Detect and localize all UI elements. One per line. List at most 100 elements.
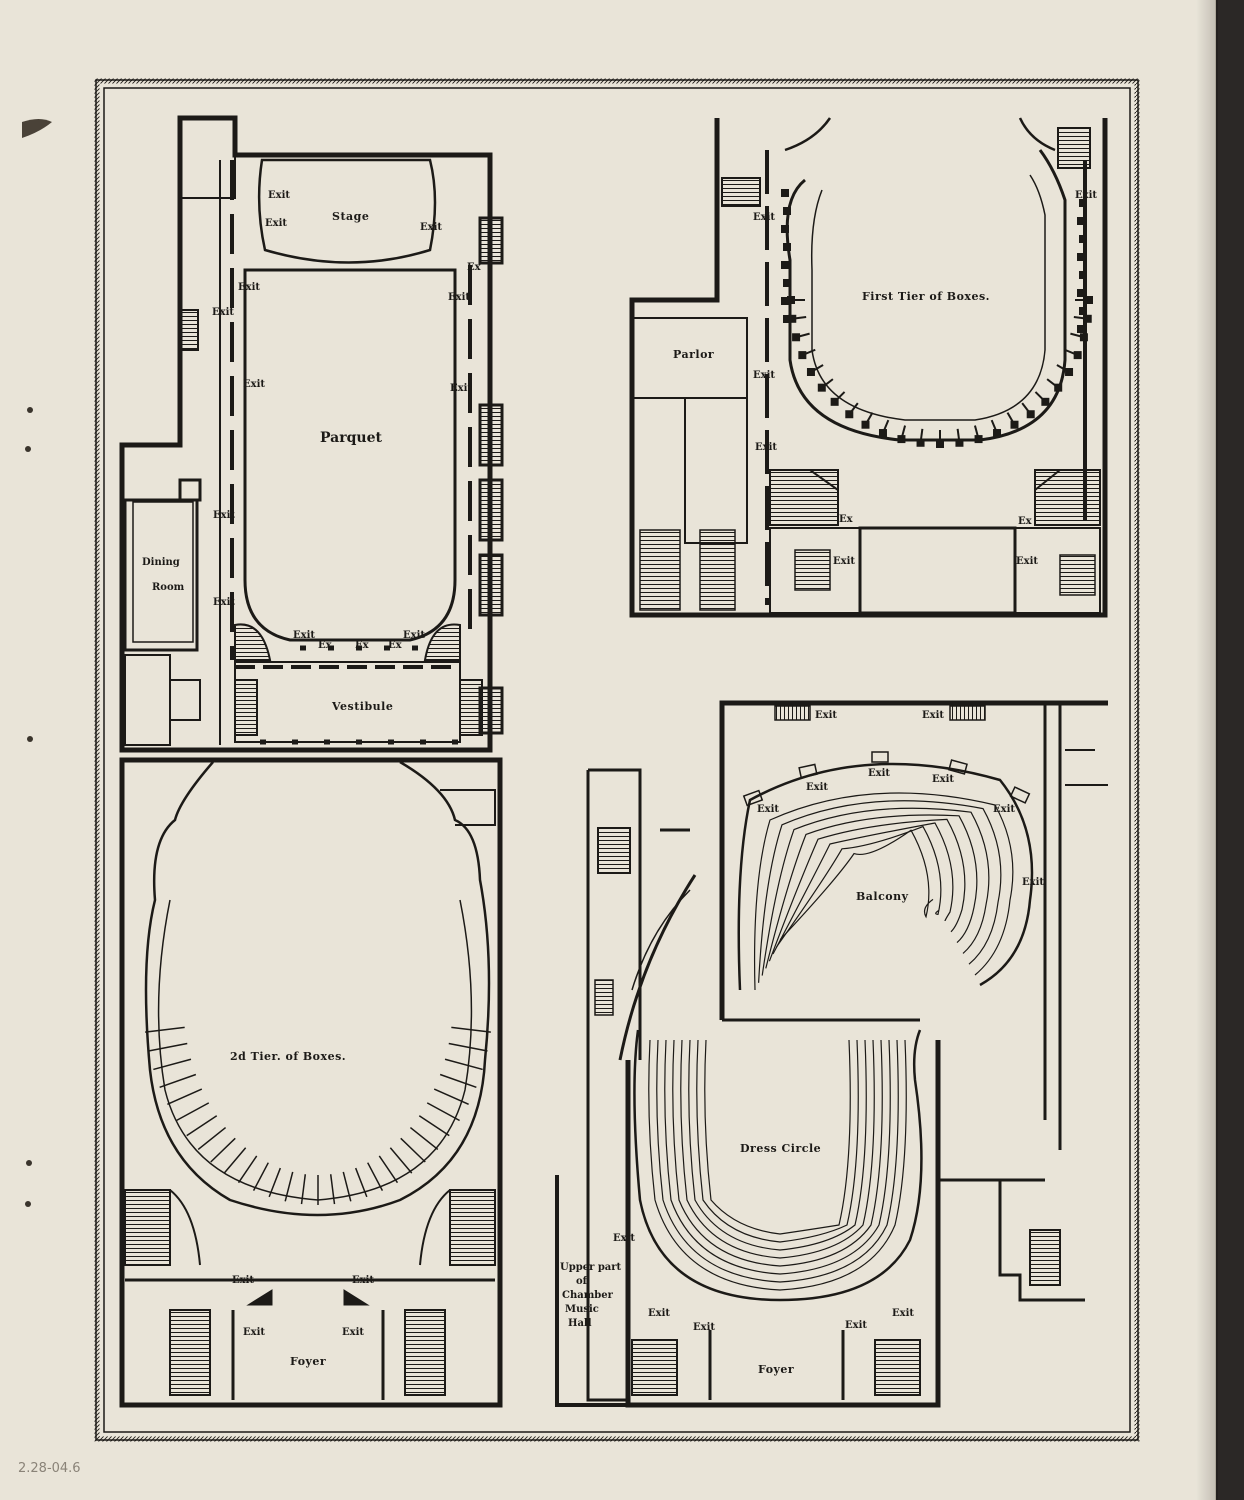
box-partition bbox=[378, 1155, 399, 1184]
exit-label: Exit bbox=[448, 292, 470, 303]
seating-row bbox=[768, 818, 966, 962]
exit-label: Exit bbox=[755, 442, 777, 453]
box-marker bbox=[1026, 410, 1035, 419]
box-partition bbox=[167, 1088, 203, 1106]
stage-label: Stage bbox=[332, 210, 369, 223]
box-partition bbox=[148, 1042, 188, 1052]
seating-row bbox=[672, 1039, 883, 1267]
box-partition bbox=[433, 1088, 469, 1106]
parlor-label: Parlor bbox=[673, 348, 714, 361]
box-marker bbox=[1041, 397, 1050, 406]
seating-row bbox=[680, 1039, 875, 1259]
exit-label: Exit bbox=[450, 383, 472, 394]
exit-label: Exit bbox=[213, 510, 235, 521]
box-partition bbox=[329, 1174, 336, 1205]
balcony-plan bbox=[555, 700, 1108, 1408]
exit-label: Exit bbox=[212, 307, 234, 318]
box-partition bbox=[367, 1162, 384, 1191]
box-marker bbox=[993, 429, 1002, 438]
box-partition bbox=[342, 1171, 352, 1202]
exit-label: Exit bbox=[993, 804, 1015, 815]
box-partition bbox=[418, 1115, 450, 1137]
exit-label: Exit bbox=[922, 710, 944, 721]
exit-label: Exit bbox=[833, 556, 855, 567]
seating-row bbox=[753, 792, 1014, 991]
box-partition bbox=[159, 1073, 197, 1088]
box-marker bbox=[974, 435, 983, 444]
ex-label: Ex bbox=[839, 514, 854, 525]
box-partition bbox=[237, 1155, 258, 1184]
box-partition bbox=[400, 1137, 426, 1163]
exit-label: Exit bbox=[238, 282, 260, 293]
exit-label: Exit bbox=[1016, 556, 1038, 567]
seating-row bbox=[656, 1039, 899, 1283]
exit-label: Exit bbox=[815, 710, 837, 721]
first-tier-boxes bbox=[781, 189, 1093, 448]
parquet-label: Parquet bbox=[320, 430, 382, 446]
exit-label: Exit bbox=[845, 1320, 867, 1331]
box-marker bbox=[936, 440, 944, 448]
seating-row bbox=[776, 825, 942, 948]
box-marker bbox=[878, 429, 887, 438]
box-marker bbox=[1077, 217, 1085, 225]
exit-label: Exit bbox=[232, 1275, 254, 1286]
exit-label: Exit bbox=[243, 379, 265, 390]
exit-label: Exit bbox=[268, 190, 290, 201]
parquet-plan bbox=[119, 115, 504, 753]
dining-room-label-2: Room bbox=[152, 582, 185, 593]
first-tier-plan bbox=[629, 117, 1108, 618]
box-marker bbox=[817, 383, 826, 392]
second-tier-plan bbox=[119, 757, 503, 1408]
ex-label: Ex bbox=[388, 640, 403, 651]
parquet-labels: Stage Parquet Vestibule Dining Room Exit… bbox=[142, 190, 482, 713]
balcony-label: Balcony bbox=[856, 890, 909, 903]
box-marker bbox=[1077, 289, 1085, 297]
ex-label: Ex bbox=[355, 640, 370, 651]
exit-label: Exit bbox=[1022, 877, 1044, 888]
exit-label: Exit bbox=[342, 1327, 364, 1338]
box-partition bbox=[223, 1147, 247, 1174]
foyer-label: Foyer bbox=[290, 1355, 326, 1368]
chamber-label-2: of bbox=[576, 1276, 588, 1287]
box-marker bbox=[1079, 199, 1087, 207]
exit-label: Exit bbox=[892, 1308, 914, 1319]
chamber-label-5: Hall bbox=[568, 1318, 592, 1329]
exit-label: Exit bbox=[420, 222, 442, 233]
box-marker bbox=[955, 438, 964, 447]
chamber-label-1: Upper part bbox=[560, 1262, 622, 1273]
tier-rail bbox=[157, 899, 473, 1201]
box-marker bbox=[792, 333, 801, 342]
box-partition bbox=[176, 1102, 210, 1122]
box-partition bbox=[145, 1026, 185, 1033]
second-tier-label: 2d Tier. of Boxes. bbox=[230, 1050, 346, 1063]
box-partition bbox=[448, 1042, 488, 1052]
second-tier-boxes bbox=[145, 899, 491, 1205]
dress-circle-label: Dress Circle bbox=[740, 1142, 821, 1155]
exit-label: Exit bbox=[352, 1275, 374, 1286]
exit-label: Exit bbox=[693, 1322, 715, 1333]
box-marker bbox=[1085, 296, 1093, 304]
exit-label: Exit bbox=[1075, 190, 1097, 201]
exit-label: Exit bbox=[753, 370, 775, 381]
seating-row bbox=[772, 822, 954, 955]
ex-label: Ex bbox=[318, 640, 333, 651]
seating-row bbox=[688, 1039, 867, 1251]
box-marker bbox=[1083, 314, 1092, 323]
page-border bbox=[94, 78, 1140, 1442]
box-marker bbox=[845, 410, 854, 419]
box-partition bbox=[300, 1174, 307, 1205]
box-partition bbox=[409, 1126, 439, 1151]
seating-row bbox=[779, 829, 934, 941]
box-marker bbox=[783, 315, 791, 323]
box-marker bbox=[798, 351, 807, 360]
exit-label: Exit bbox=[213, 597, 235, 608]
box-marker bbox=[783, 207, 791, 215]
exit-label: Exit bbox=[868, 768, 890, 779]
exit-label: Exit bbox=[293, 630, 315, 641]
box-marker bbox=[781, 297, 789, 305]
seating-row bbox=[648, 1039, 907, 1291]
floor-plans-diagram: Stage Parquet Vestibule Dining Room Exit… bbox=[18, 78, 1140, 1476]
box-partition bbox=[186, 1115, 218, 1137]
box-marker bbox=[781, 261, 789, 269]
seating-row bbox=[765, 814, 978, 969]
